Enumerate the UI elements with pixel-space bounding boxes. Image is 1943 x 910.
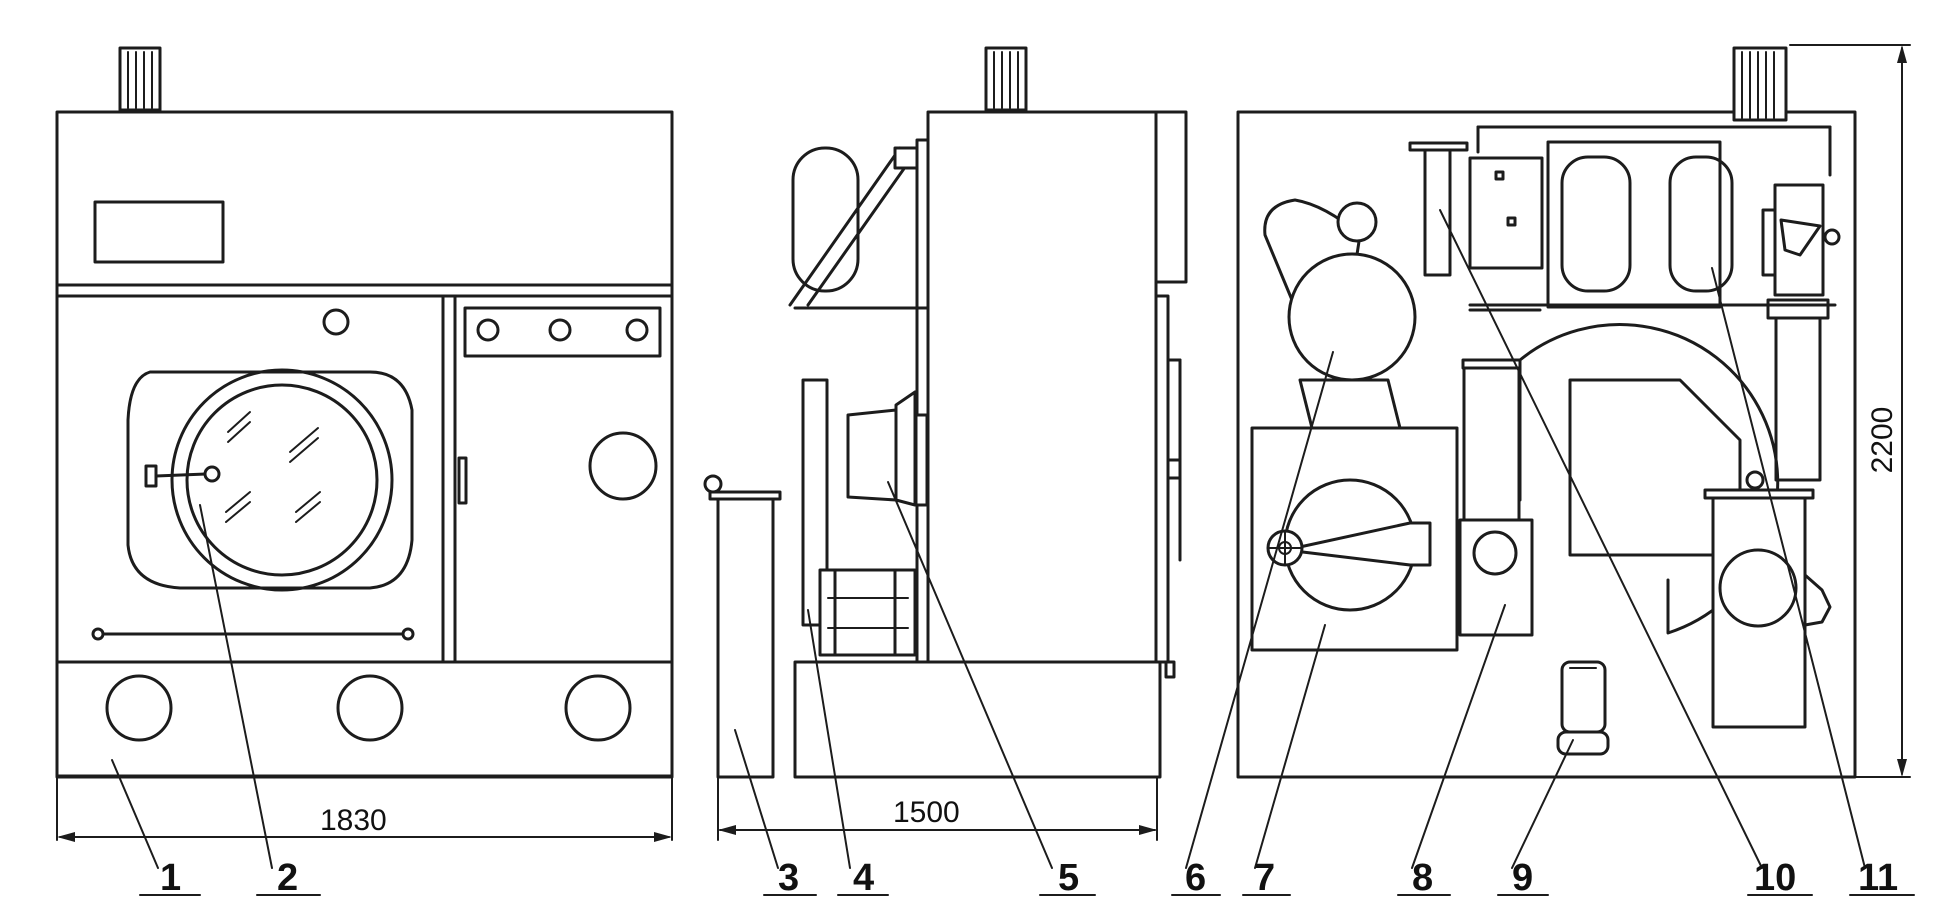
handwheel <box>1266 529 1304 567</box>
dim-side-depth-label: 1500 <box>893 796 960 829</box>
indicator-lamp <box>322 308 350 336</box>
door-glass-reflection <box>225 411 321 523</box>
callout-leaders <box>111 209 1866 869</box>
control-box <box>1468 156 1544 270</box>
still-column <box>1462 366 1521 522</box>
back-view <box>1236 46 1857 779</box>
front-rail <box>91 627 415 641</box>
callout-10: 10 <box>1754 857 1796 899</box>
upper-equipment-frame <box>1476 125 1832 177</box>
callout-2: 2 <box>277 857 298 899</box>
door-frame <box>126 370 414 590</box>
side-panel-port <box>588 431 658 501</box>
side-base <box>793 660 1162 779</box>
callout-8: 8 <box>1412 857 1433 899</box>
side-tank <box>791 146 860 293</box>
callout-4: 4 <box>853 857 874 899</box>
filter-unit <box>716 493 775 779</box>
loading-door <box>170 368 394 592</box>
callout-6: 6 <box>1185 857 1206 899</box>
callout-9: 9 <box>1512 857 1533 899</box>
callout-3: 3 <box>778 857 799 899</box>
control-panel-display <box>93 200 225 264</box>
dim-side-depth: 1500 <box>717 776 1158 841</box>
back-top-motor <box>1732 46 1788 122</box>
dim-height-label: 2200 <box>1866 407 1899 474</box>
condenser-tank <box>1263 198 1417 382</box>
dim-height: 2200 <box>1789 44 1911 778</box>
callout-7: 7 <box>1254 857 1275 899</box>
drum-valve <box>1745 470 1765 490</box>
callout-labels: 1 2 3 4 5 6 7 8 9 10 11 <box>139 857 1915 899</box>
bottom-pump <box>1556 660 1610 756</box>
front-view <box>55 46 674 779</box>
callout-11: 11 <box>1858 857 1898 899</box>
dim-front-width: 1830 <box>56 776 673 842</box>
base-port-right <box>564 674 632 742</box>
outlet-box <box>1458 518 1534 637</box>
dim-front-width-label: 1830 <box>320 804 387 837</box>
filter-valve <box>703 474 723 494</box>
panel-buttons-strip <box>463 306 662 358</box>
cabinet-door-handle <box>457 456 468 505</box>
front-top-motor <box>118 46 162 112</box>
back-body-outline <box>1236 110 1857 779</box>
side-main-body <box>926 110 1158 664</box>
side-view <box>703 46 1188 779</box>
base-port-middle <box>336 674 404 742</box>
pump-housing <box>846 408 898 502</box>
door-handle <box>144 464 221 488</box>
pump-flange <box>801 378 829 627</box>
base-port-left <box>105 674 173 742</box>
side-front-panel <box>1154 110 1188 284</box>
refrigeration-unit <box>1546 140 1722 309</box>
callout-1: 1 <box>160 857 181 899</box>
vent-pipe <box>1423 148 1452 277</box>
callout-5: 5 <box>1058 857 1079 899</box>
side-top-motor <box>984 46 1028 112</box>
